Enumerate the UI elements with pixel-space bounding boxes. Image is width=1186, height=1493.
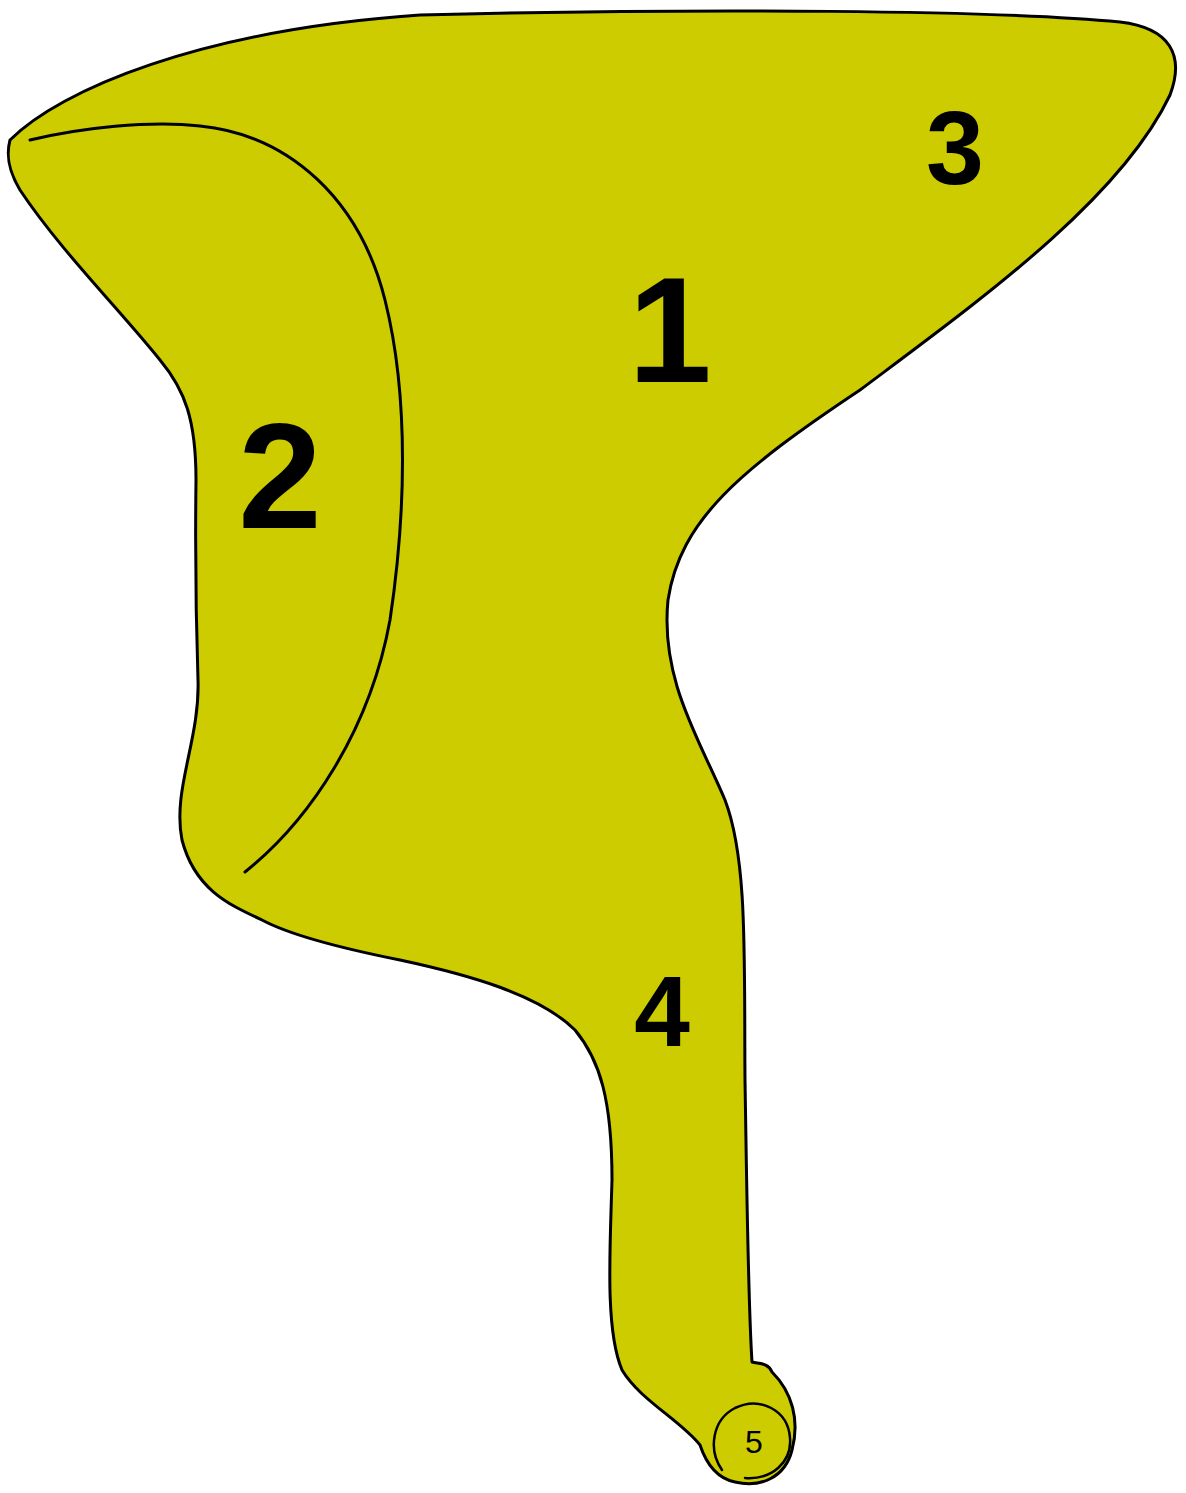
callout-number: 1 [628,255,711,405]
callout-number: 2 [238,401,321,551]
callout-number: 3 [926,96,984,200]
region-boundary [30,124,403,872]
organ-body [8,11,1175,1484]
callout-number: 5 [745,1426,763,1458]
callout-number: 4 [634,961,690,1061]
circle-outline [714,1404,790,1478]
